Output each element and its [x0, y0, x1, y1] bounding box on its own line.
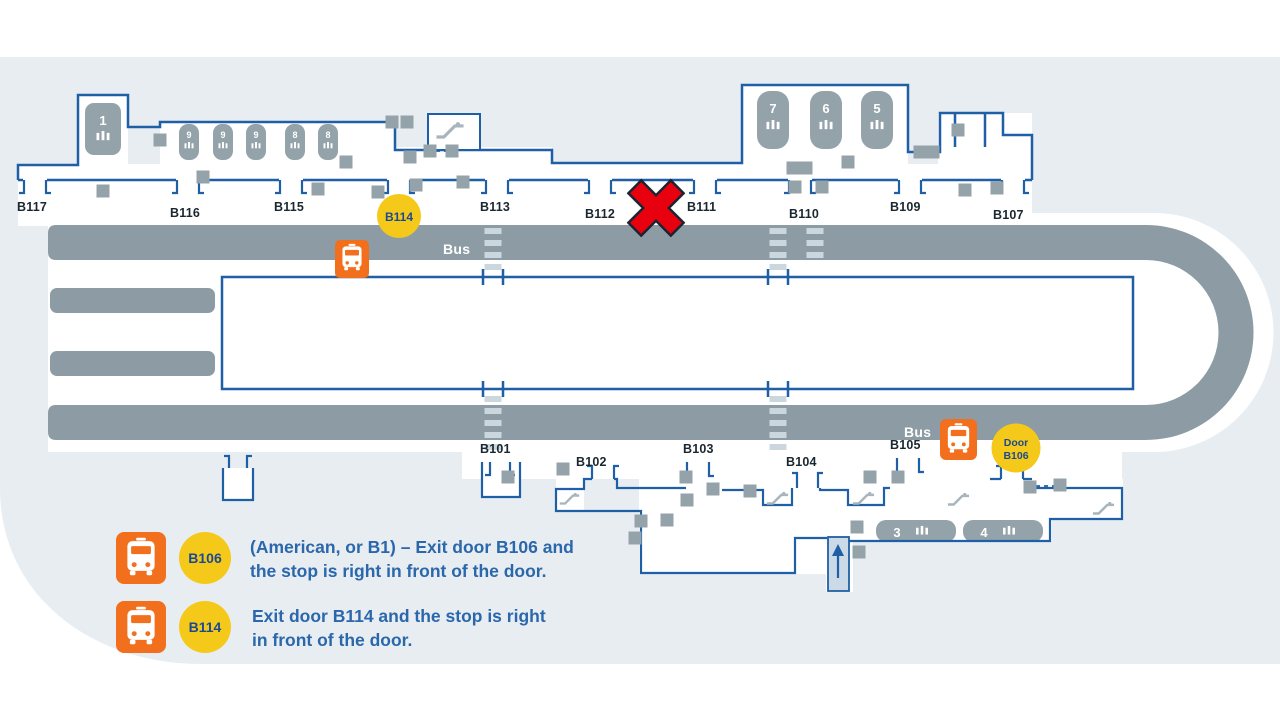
- door-label: B117: [17, 200, 47, 214]
- upper-concourse-outline: [16, 83, 1034, 180]
- stop-badge-b114: B114: [377, 194, 421, 238]
- top-door-labels: B117 B116 B115 B113 B112 B111 B110 B109 …: [17, 200, 1024, 222]
- door-label: B112: [585, 207, 615, 221]
- pier-gate-number: 9: [253, 130, 258, 140]
- bus-stop-bottom: [940, 419, 977, 460]
- legend-badge-b114-label: B114: [189, 619, 222, 635]
- bus-road-label-bottom: Bus: [904, 424, 931, 440]
- top-right-gates: 7 6 5: [757, 91, 893, 149]
- door-label: B111: [687, 200, 716, 214]
- gate-number: 5: [873, 101, 880, 116]
- gate-number: 3: [893, 525, 900, 540]
- legend-item-b114: B114 Exit door B114 and the stop is righ…: [116, 601, 546, 653]
- pier-gate-number: 9: [220, 130, 225, 140]
- door-label: B104: [786, 455, 817, 469]
- door-label: B103: [683, 442, 714, 456]
- door-label: B102: [576, 455, 607, 469]
- legend-b114-line2: in front of the door.: [252, 630, 412, 650]
- gate-1-number: 1: [99, 113, 106, 128]
- door-label: B113: [480, 200, 510, 214]
- door-label: B110: [789, 207, 819, 221]
- gates: 1 9 9 9 8 8 7 6 5: [85, 91, 1043, 542]
- bus-icon: [127, 537, 155, 576]
- bus-icon: [342, 243, 362, 271]
- stop-badge-b114-label: B114: [385, 210, 413, 224]
- legend-badge-b114: [179, 601, 231, 653]
- pier-gates: 9 9 9 8 8: [179, 124, 338, 160]
- stop-badge-b106-line1: Door: [1004, 437, 1029, 449]
- red-x-icon: [626, 178, 686, 238]
- bus-icon: [947, 423, 970, 453]
- legend-b114-line1: Exit door B114 and the stop is right: [252, 606, 546, 626]
- gate-number: 7: [769, 101, 776, 116]
- gate-1-shape: [85, 103, 121, 155]
- pier-gate-number: 8: [325, 130, 330, 140]
- upper-door-gaps: [23, 176, 1025, 184]
- door-label: B107: [993, 208, 1024, 222]
- gate-number: 6: [822, 101, 829, 116]
- legend-item-b106: B106 (American, or B1) – Exit door B106 …: [116, 532, 574, 584]
- stop-badge-b106: Door B106: [991, 423, 1041, 473]
- gate-number: 4: [980, 525, 988, 540]
- door-label: B115: [274, 200, 304, 214]
- pier-gate-number: 9: [186, 130, 191, 140]
- legend: B106 (American, or B1) – Exit door B106 …: [116, 532, 574, 653]
- center-island: [220, 275, 1135, 391]
- legend-badge-b106: [179, 532, 231, 584]
- door-label: B101: [480, 442, 511, 456]
- bus-icon: [127, 606, 155, 645]
- door-label: B105: [890, 438, 921, 452]
- crosswalk-gate-ticks: [481, 269, 790, 397]
- upper-door-hooks: [19, 180, 1029, 195]
- road-stub-upper: [50, 288, 215, 313]
- bus-road-loop: [48, 225, 1254, 440]
- legend-b106-line2: the stop is right in front of the door.: [250, 561, 547, 581]
- door-label: B109: [890, 200, 921, 214]
- bottom-door-labels: B101 B102 B103 B104 B105: [480, 438, 921, 469]
- door-label: B116: [170, 206, 200, 220]
- bottom-gates: 3 4: [876, 520, 1043, 542]
- road-stub-lower: [50, 351, 215, 376]
- stop-badge-b106-line2: B106: [1003, 450, 1028, 462]
- elevator-squares: [96, 115, 1067, 559]
- bus-stop-top: [335, 240, 369, 278]
- legend-badge-b106-label: B106: [188, 550, 222, 566]
- legend-b106-line1: (American, or B1) – Exit door B106 and: [250, 537, 574, 557]
- bus-road-label-top: Bus: [443, 241, 470, 257]
- bus-road: [48, 225, 1254, 440]
- up-arrow-icon: [832, 544, 844, 578]
- pier-gate-number: 8: [292, 130, 297, 140]
